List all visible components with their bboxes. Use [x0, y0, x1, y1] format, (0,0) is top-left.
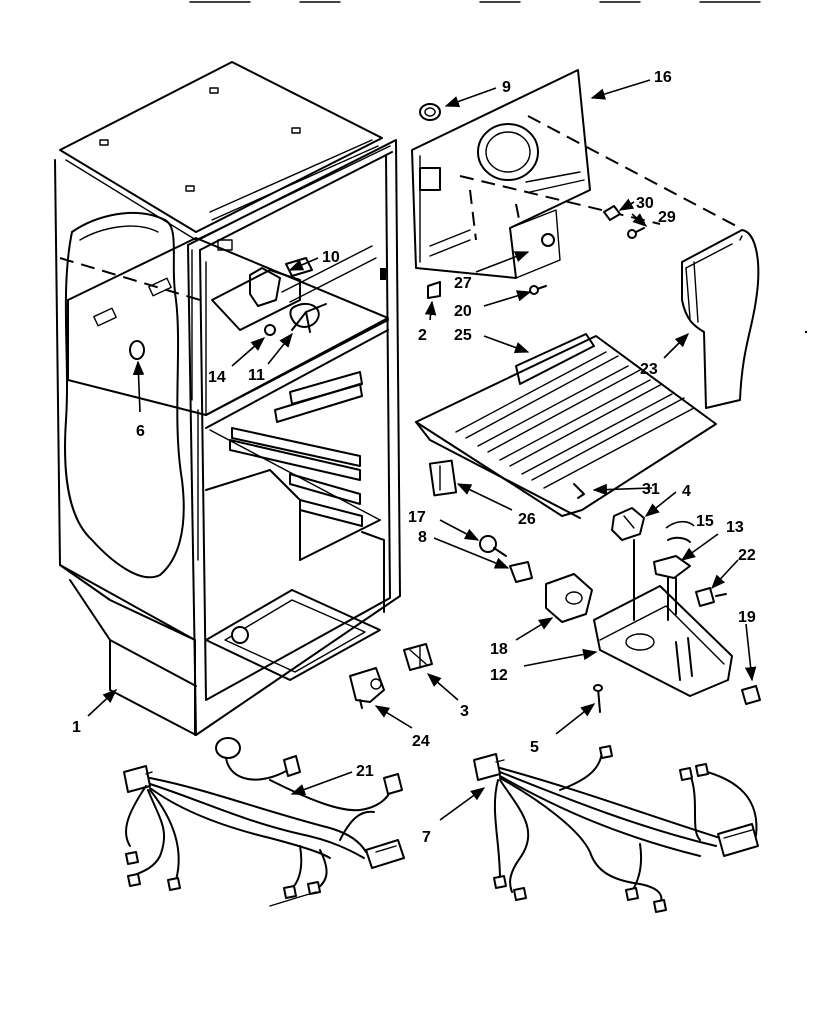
callout-1: 1: [72, 719, 81, 736]
evaporator-cover: [415, 333, 717, 519]
cabinet-liner: [54, 61, 401, 736]
callout-16: 16: [654, 69, 672, 86]
callout-12: 12: [490, 667, 508, 684]
callout-26: 26: [518, 511, 536, 528]
callout-11: 11: [248, 367, 265, 384]
callout-20: 20: [454, 303, 472, 320]
leader-arrows: [87, 79, 757, 821]
wire-harness-right: [473, 745, 759, 913]
control-components: [479, 507, 761, 713]
callout-5: 5: [530, 739, 539, 756]
control-cover: [681, 229, 760, 409]
callout-18: 18: [490, 641, 508, 658]
lamp-socket-and-switch: [349, 643, 433, 709]
callout-22: 22: [738, 547, 756, 564]
callout-30: 30: [636, 195, 654, 212]
callout-10: 10: [322, 249, 340, 266]
callout-17: 17: [408, 509, 426, 526]
control-housing-baffle: [411, 69, 741, 279]
callout-9: 9: [502, 79, 511, 96]
callout-25: 25: [454, 327, 472, 344]
callout-13: 13: [726, 519, 744, 536]
callout-14: 14: [208, 369, 226, 386]
callout-15: 15: [696, 513, 714, 530]
callout-31: 31: [642, 481, 660, 498]
callout-27: 27: [454, 275, 472, 292]
fasteners: [419, 103, 645, 299]
callout-3: 3: [460, 703, 469, 720]
callout-4: 4: [682, 483, 691, 500]
callout-24: 24: [412, 733, 430, 750]
stray-mark: [804, 330, 808, 334]
callout-2: 2: [418, 327, 427, 344]
callout-6: 6: [136, 423, 145, 440]
callout-23: 23: [640, 361, 658, 378]
callout-7: 7: [422, 829, 431, 846]
callout-labels: 9 16 10 30 29 27 20 2 25 23 14 11 6 31 4…: [72, 69, 756, 846]
callout-8: 8: [418, 529, 427, 546]
callout-19: 19: [738, 609, 756, 626]
callout-29: 29: [658, 209, 676, 226]
callout-21: 21: [356, 763, 374, 780]
